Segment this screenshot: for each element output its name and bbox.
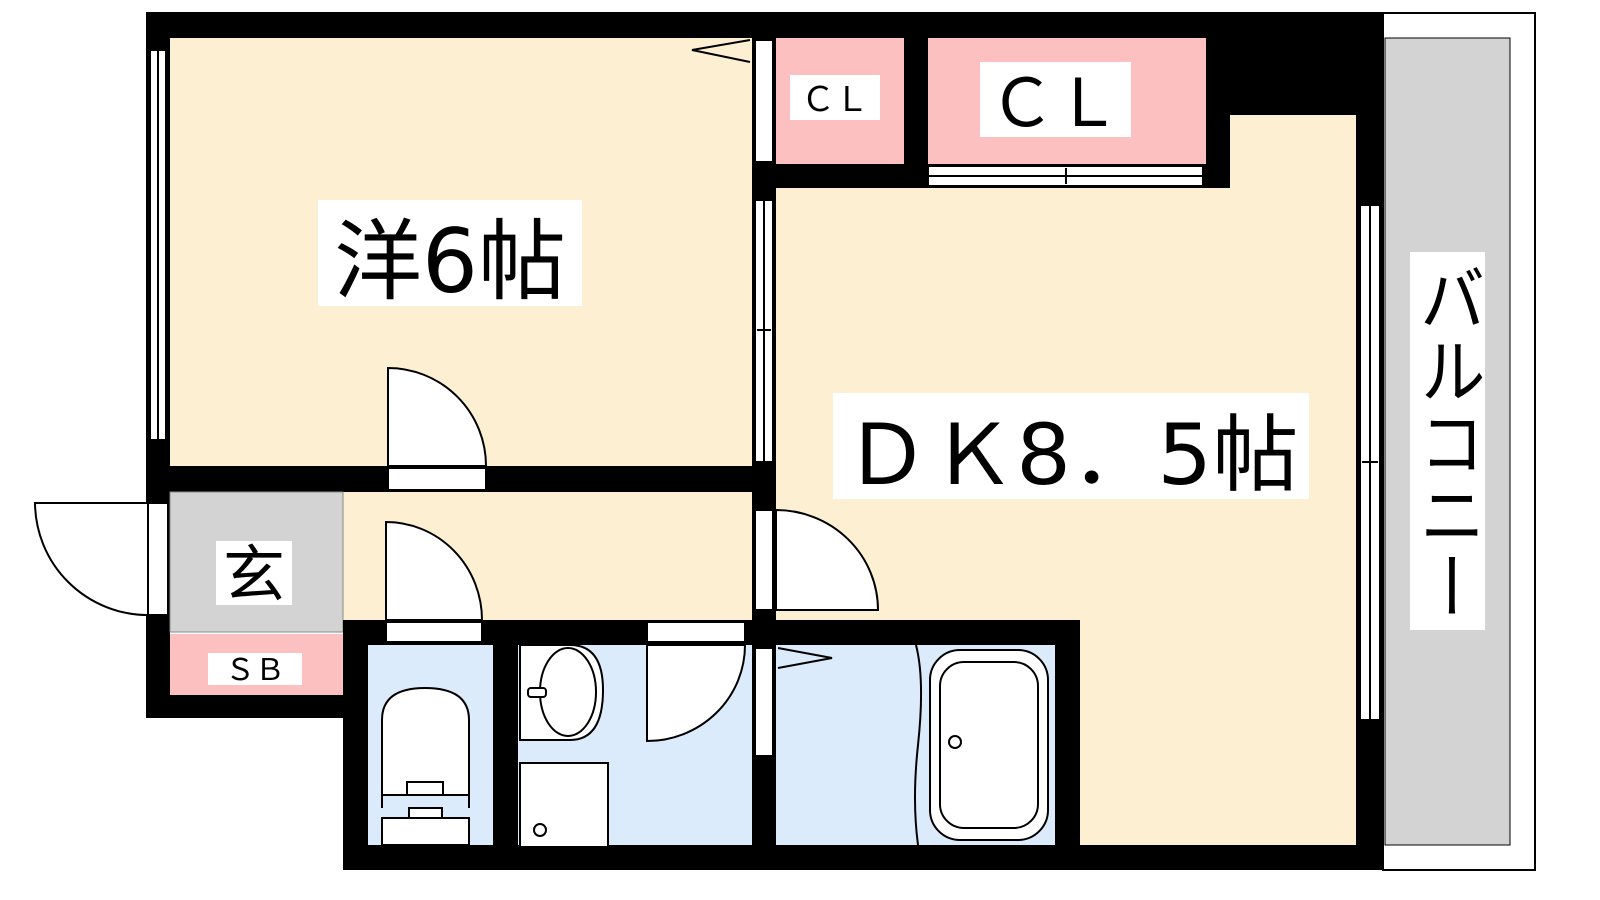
room-label-dk: ＤＫ8．5帖 (844, 406, 1299, 504)
closet-label-small: ＣＬ (801, 80, 869, 120)
shoe-box-label: ＳＢ (225, 653, 285, 688)
sink-icon (519, 644, 605, 741)
door-bathroom[interactable] (754, 647, 833, 757)
toilet-icon (381, 686, 470, 846)
wall-corner-block (1206, 38, 1356, 115)
door-washroom[interactable] (646, 621, 747, 743)
wall-toilet-right (493, 620, 518, 845)
door-toilet[interactable] (385, 520, 484, 643)
balcony-label: バルコニー (1409, 262, 1486, 622)
wall-closet-divider (904, 38, 928, 188)
wall-bottom (343, 845, 1383, 870)
door-dk[interactable] (754, 508, 880, 611)
closet-label-large: ＣＬ (989, 65, 1121, 142)
wall-sb-bottom (146, 695, 346, 718)
room-label-western: 洋6帖 (334, 210, 566, 313)
room-dk-upper (1230, 115, 1356, 195)
wall-bath-right (1055, 620, 1080, 870)
front-door[interactable] (33, 502, 169, 617)
closet-small-door[interactable] (754, 39, 774, 163)
outer-wall-top (146, 12, 1383, 38)
wall-cl-right (1206, 38, 1230, 188)
wall-wet-left (343, 620, 368, 870)
washing-machine-space-icon (519, 762, 609, 848)
entrance-label: 玄 (223, 538, 285, 611)
door-western-room[interactable] (387, 366, 488, 491)
bathtub-icon (914, 644, 1049, 846)
